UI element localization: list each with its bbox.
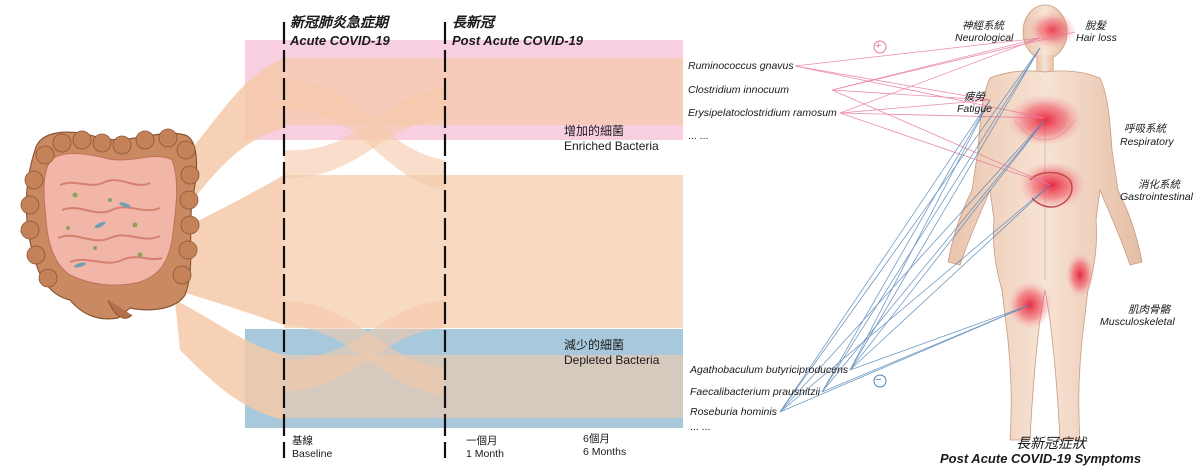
negative-link-group [779,47,1051,413]
post-phase-zh: 長新冠 [452,14,494,30]
respiratory-label-en: Respiratory [1120,136,1174,148]
hair-loss-label-zh: 脫髮 [1085,20,1106,32]
bacterium-enriched-more: ... ... [688,130,709,142]
bacterium-depleted-more: ... ... [690,421,711,433]
symptoms-title-zh: 長新冠症狀 [1016,435,1086,451]
flow-group [165,58,683,420]
intestine-illustration [20,128,200,320]
baseline-label-en: Baseline [292,448,333,460]
positive-sign: + [875,40,882,52]
post-phase-en: Post Acute COVID-19 [452,33,583,48]
respiratory-label-zh: 呼吸系統 [1124,123,1166,135]
bacterium-depleted-3: Roseburia hominis [690,406,777,418]
enriched-label-zh: 增加的細菌 [564,124,625,138]
gastrointestinal-label-zh: 消化系統 [1138,179,1180,191]
musculoskeletal-label-zh: 肌肉骨骼 [1128,304,1170,316]
acute-phase-en: Acute COVID-19 [290,33,390,48]
bacterium-enriched-2: Clostridium innocuum [688,84,789,96]
negative-sign: − [875,374,882,386]
month1-label-zh: 一個月 [466,435,498,447]
month6-label-en: 6 Months [583,446,627,458]
bacterium-depleted-1: Agathobaculum butyriciproducens [690,364,849,376]
depleted-label-zh: 減少的細菌 [564,338,625,352]
human-body-illustration [947,4,1143,441]
positive-link-group [794,31,1076,186]
depleted-label-en: Depleted Bacteria [564,353,660,367]
musculoskeletal-label-en: Musculoskeletal [1100,316,1175,328]
enriched-label-en: Enriched Bacteria [564,139,659,153]
gastrointestinal-label-en: Gastrointestinal [1120,191,1193,203]
month1-label-en: 1 Month [466,448,504,460]
positive-sign-circle [873,40,887,54]
neurological-label-en: Neurological [955,32,1014,44]
bacterium-depleted-2: Faecalibacterium prausnitzii [690,386,821,398]
month6-label-zh: 6個月 [583,433,610,445]
fatigue-label-en: Fatigue [957,103,993,115]
negative-sign-circle [873,374,887,388]
neurological-label-zh: 神經系統 [962,20,1004,32]
bacterium-enriched-3: Erysipelatoclostridium ramosum [688,107,837,119]
acute-phase-zh: 新冠肺炎急症期 [290,14,388,30]
symptoms-title-en: Post Acute COVID-19 Symptoms [940,451,1142,466]
fatigue-label-zh: 疲勞 [964,91,985,103]
bacterium-enriched-1: Ruminococcus gnavus [688,60,794,72]
hair-loss-label-en: Hair loss [1076,32,1117,44]
baseline-label-zh: 基線 [292,435,313,447]
